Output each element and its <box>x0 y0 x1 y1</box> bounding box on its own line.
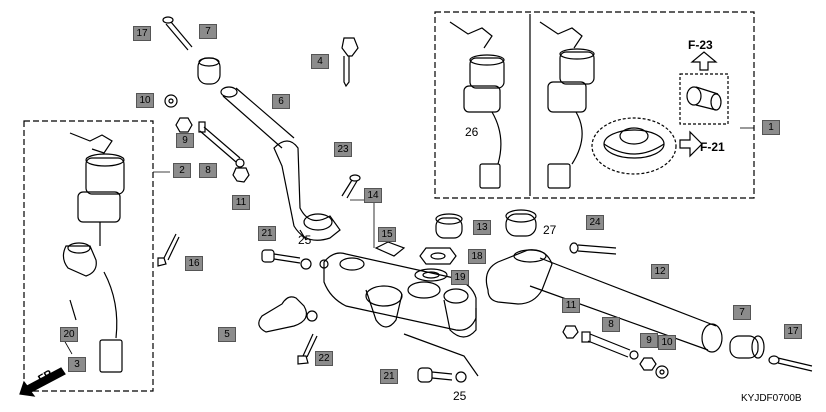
bar-end-weight-7 <box>197 57 221 85</box>
callout-6: 6 <box>272 94 290 109</box>
callout-11b: 11 <box>562 298 580 313</box>
fuel-cap <box>603 127 665 159</box>
cap-frame <box>591 117 677 175</box>
bolt-17-bottom <box>768 355 813 372</box>
callout-10: 10 <box>136 93 154 108</box>
callout-21b: 21 <box>380 369 398 384</box>
label-25-top: 25 <box>298 233 312 247</box>
label-26: 26 <box>465 125 479 139</box>
bolt-17-top <box>162 16 193 51</box>
callout-10b: 10 <box>658 335 676 350</box>
callout-13: 13 <box>473 220 491 235</box>
cap-27 <box>505 209 537 237</box>
callout-21: 21 <box>258 226 276 241</box>
arrow-right-f21 <box>679 130 703 158</box>
nut-18 <box>419 247 457 265</box>
lock-cylinder <box>686 86 722 111</box>
right-handlebar-12 <box>485 249 723 353</box>
lock-cylinder-frame <box>679 73 729 125</box>
callout-19: 19 <box>451 270 469 285</box>
callout-3: 3 <box>68 357 86 372</box>
arrow-up-f23 <box>690 51 718 71</box>
leader-25-bottom <box>403 333 479 377</box>
screw-16 <box>157 233 180 267</box>
nut-9-bottom <box>639 357 657 371</box>
callout-18: 18 <box>468 249 486 264</box>
callout-24: 24 <box>586 215 604 230</box>
bolt-21-top <box>261 249 329 270</box>
left-group-frame <box>23 120 154 392</box>
collar-10-bottom <box>655 365 669 379</box>
callout-15: 15 <box>378 227 396 242</box>
pin-8-top <box>198 121 245 168</box>
callout-5: 5 <box>218 327 236 342</box>
callout-17b: 17 <box>784 324 802 339</box>
callout-16: 16 <box>185 256 203 271</box>
nut-11-bottom <box>562 325 579 339</box>
label-25-bottom: 25 <box>453 389 467 403</box>
callout-8: 8 <box>199 163 217 178</box>
callout-2: 2 <box>173 163 191 178</box>
ref-f23: F-23 <box>688 38 713 52</box>
washer-19 <box>414 268 448 282</box>
bolt-24 <box>569 242 617 255</box>
collar-10 <box>164 94 178 108</box>
callout-23: 23 <box>334 142 352 157</box>
callout-9b: 9 <box>640 333 658 348</box>
screw-22 <box>297 333 318 365</box>
nut-11-top <box>232 167 250 183</box>
callout-22: 22 <box>315 351 333 366</box>
callout-4: 4 <box>311 54 329 69</box>
bolt-23 <box>341 174 361 199</box>
leader-25-top <box>299 229 307 241</box>
label-27: 27 <box>543 223 557 237</box>
callout-12: 12 <box>651 264 669 279</box>
bar-end-weight-7-bottom <box>729 335 765 359</box>
callout-8b: 8 <box>602 317 620 332</box>
ignition-switch-1 <box>539 21 595 189</box>
ignition-switch-26 <box>449 21 505 189</box>
callout-20: 20 <box>60 327 78 342</box>
bolt-21-bottom <box>417 367 467 383</box>
pin-8-bottom <box>581 331 639 360</box>
top-bridge-14 <box>323 241 477 338</box>
callout-17: 17 <box>133 26 151 41</box>
callout-1: 1 <box>762 120 780 135</box>
fr-arrow <box>19 367 66 397</box>
left-handlebar-6 <box>220 86 341 241</box>
ref-f21: F-21 <box>700 140 725 154</box>
diagram-code: KYJDF0700B <box>741 393 802 404</box>
key-4 <box>341 37 359 88</box>
callout-11: 11 <box>232 195 250 210</box>
callout-7: 7 <box>199 24 217 39</box>
callout-14: 14 <box>364 188 382 203</box>
ignition-switch-2 <box>62 132 125 373</box>
cap-13 <box>435 213 463 239</box>
leader-lines <box>63 127 754 355</box>
callout-9: 9 <box>176 133 194 148</box>
callout-7b: 7 <box>733 305 751 320</box>
nut-9 <box>175 117 193 133</box>
clamp-5 <box>258 296 318 333</box>
